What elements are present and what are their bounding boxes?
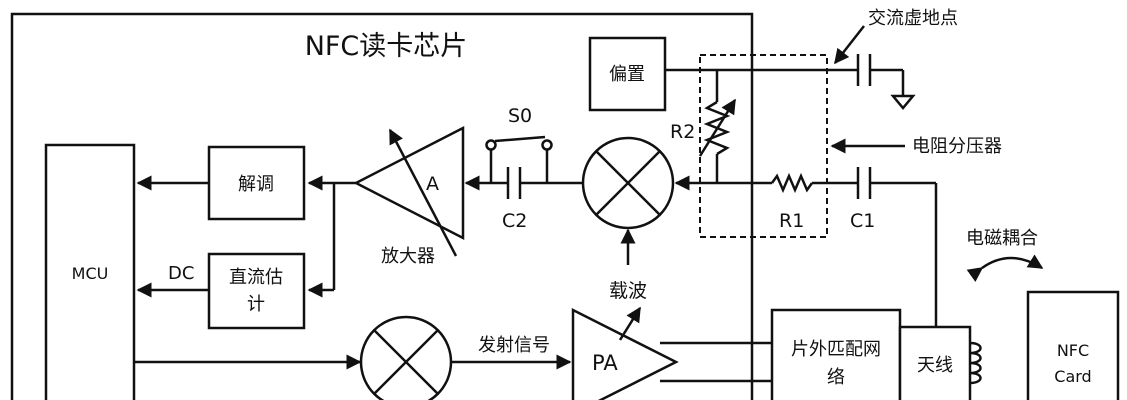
amplifier-label: 放大器 [381,246,435,267]
r1-zigzag [770,172,814,194]
ac-ground-label: 交流虚地点 [868,8,958,29]
em-coupling-arrow [966,254,1044,282]
nfc-card-label-1: NFC [1057,341,1089,360]
pa-label: PA [592,351,618,375]
nfc-card-box [1026,290,1120,400]
ac-ground-arrow [834,25,865,65]
tx-mixer-x2 [373,329,439,395]
mcu-label: MCU [72,264,109,283]
antenna-box [898,325,972,400]
r2-label: R2 [670,121,695,143]
dc-estimator-label-1: 直流估 [229,267,283,288]
s0-label: S0 [508,105,532,127]
s0-contact-left [485,139,497,151]
ground-symbol [890,94,916,110]
chip-boundary [10,12,754,400]
divider-label: 电阻分压器 [912,136,1002,157]
tx-signal-label: 发射信号 [478,335,550,356]
c1-label: C1 [850,210,875,232]
amp-a-label: A [426,173,439,195]
dc-estimator-label-2: 计 [247,294,265,315]
bias-box [588,36,667,112]
pa-gain-arrow [618,306,642,341]
demod-label: 解调 [238,174,274,195]
carrier-label: 载波 [609,280,647,302]
em-coupling-label: 电磁耦合 [966,228,1038,249]
match-network-box [770,308,902,400]
dc-estimator-box [207,252,306,330]
r1-label: R1 [779,210,804,232]
amp-a-triangle [353,125,465,241]
amp-a-gain-arrow [388,128,458,257]
nfc-card-label-2: Card [1054,367,1091,386]
r2-arrow [698,98,737,157]
tx-mixer [359,315,453,400]
antenna-label: 天线 [917,355,953,376]
rx-mixer-x2 [595,150,661,216]
s0-blade [494,135,546,143]
chip-title: NFC读卡芯片 [305,31,468,62]
match-network-label-2: 络 [827,367,845,388]
c2-label: C2 [502,210,527,232]
divider-box [699,54,828,238]
dc-label: DC [168,263,194,284]
bias-label: 偏置 [609,64,645,85]
mcu-box [44,143,136,400]
s0-contact-right [541,139,553,151]
pa-triangle [571,307,679,400]
match-network-label-1: 片外匹配网 [791,339,881,360]
antenna-coil [969,341,982,385]
